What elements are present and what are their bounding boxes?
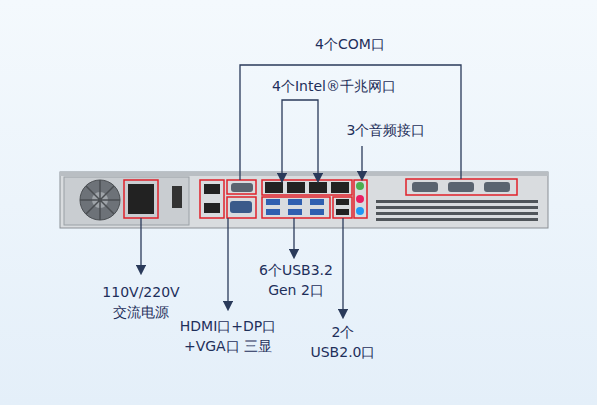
- leader-lines: [141, 65, 461, 314]
- callout-label: 4个Intel®千兆网口: [249, 76, 419, 96]
- highlight-boxes: [124, 179, 517, 218]
- chassis: [60, 172, 548, 228]
- callout-label: 2个 USB2.0口: [308, 322, 378, 362]
- callout-label: 110V/220V 交流电源: [99, 282, 183, 322]
- callout-label: HDMI口+DP口 +VGA口 三显: [176, 316, 280, 356]
- callout-label: 6个USB3.2 Gen 2口: [258, 260, 334, 300]
- callout-label: 3个音频接口: [336, 120, 436, 140]
- callout-label: 4个COM口: [290, 34, 410, 54]
